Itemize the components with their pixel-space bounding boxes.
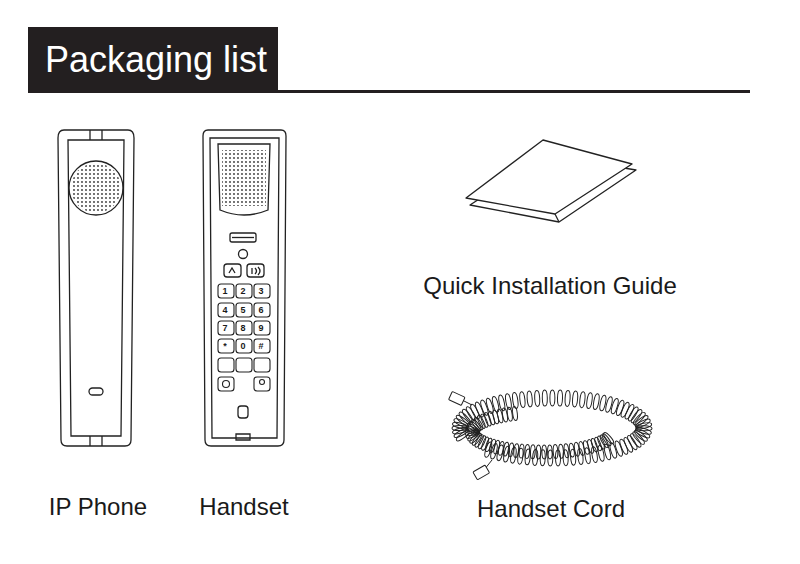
key-label: 9	[255, 324, 267, 333]
cord-coil	[584, 447, 591, 464]
cord-coil	[483, 412, 492, 427]
guide-booklet	[466, 140, 636, 222]
cord-coil	[493, 440, 501, 455]
ip-phone-drawing	[58, 130, 134, 446]
cord-coil	[587, 439, 595, 454]
cord-coil	[558, 444, 564, 458]
key-label: 2	[237, 287, 249, 296]
cord-coil	[488, 439, 496, 454]
key-icon	[260, 380, 265, 385]
key-label: 3	[255, 287, 267, 296]
key-label: 1	[219, 287, 231, 296]
key-cap	[218, 339, 234, 353]
item-label: Quick Installation Guide	[423, 274, 676, 298]
cord-coil	[557, 390, 562, 406]
cord-coil	[618, 438, 629, 455]
cord-coil	[623, 437, 634, 454]
cord-coil	[513, 443, 519, 457]
function-key	[218, 358, 234, 372]
cord-coil	[565, 390, 571, 406]
cord-coil	[550, 390, 555, 406]
key-label: 5	[237, 306, 249, 315]
cord-coil	[524, 444, 529, 458]
cord-coil	[590, 438, 599, 453]
handset-drawing	[203, 130, 286, 446]
cord-coil	[542, 445, 547, 459]
cord-coil	[512, 392, 519, 409]
cord-coil	[519, 391, 526, 407]
cord-coil	[487, 411, 495, 426]
cord-coil	[632, 411, 647, 426]
function-key	[254, 358, 270, 372]
key-cap	[218, 321, 234, 335]
item-label: Handset	[199, 495, 288, 519]
key-cap	[218, 284, 234, 298]
item-label: Handset Cord	[477, 497, 625, 521]
key-icon	[223, 381, 230, 388]
cord-coil	[579, 391, 586, 407]
key-label: *	[219, 342, 231, 351]
key-cap	[218, 303, 234, 317]
cord-coil	[530, 445, 535, 459]
rj-plug	[473, 465, 490, 480]
cord-coil	[527, 391, 533, 407]
key-cap	[254, 284, 270, 298]
cord-coil	[569, 443, 575, 457]
cord-coil	[465, 430, 480, 440]
cord-coil	[592, 393, 600, 410]
key-cap	[236, 303, 252, 317]
key-label: 7	[219, 324, 231, 333]
rj-plug	[449, 391, 465, 405]
key-label: 6	[255, 306, 267, 315]
key-label: 0	[237, 342, 249, 351]
key-cap	[254, 321, 270, 335]
title-band	[28, 27, 278, 93]
item-label: IP Phone	[49, 495, 147, 519]
key-cap	[236, 284, 252, 298]
key-label: 4	[219, 306, 231, 315]
cord-coil	[512, 406, 518, 420]
cord-coil	[586, 392, 593, 409]
key-cap	[236, 321, 252, 335]
page-title: Packaging list	[45, 42, 267, 78]
cord-coil	[536, 445, 541, 459]
key-cap	[254, 339, 270, 353]
cord-coil	[553, 444, 558, 458]
title-rule	[278, 90, 750, 93]
key-cap	[254, 303, 270, 317]
key-label: #	[255, 342, 267, 351]
cord-coil	[631, 431, 645, 446]
handset-cord	[449, 390, 653, 480]
cord-coil	[627, 406, 640, 422]
function-key	[254, 377, 270, 391]
keypad	[218, 284, 270, 391]
cord-coil	[605, 396, 614, 413]
cord-coil	[572, 391, 578, 407]
key-label: 8	[237, 324, 249, 333]
key-cap	[236, 339, 252, 353]
cord-coil	[547, 445, 552, 459]
cord-coil	[534, 390, 540, 406]
cord-coil	[591, 446, 599, 463]
function-key	[236, 358, 252, 372]
cord-coil	[542, 390, 547, 406]
cord-coil	[563, 443, 569, 457]
cord-coil	[519, 444, 525, 458]
function-key	[218, 377, 234, 391]
